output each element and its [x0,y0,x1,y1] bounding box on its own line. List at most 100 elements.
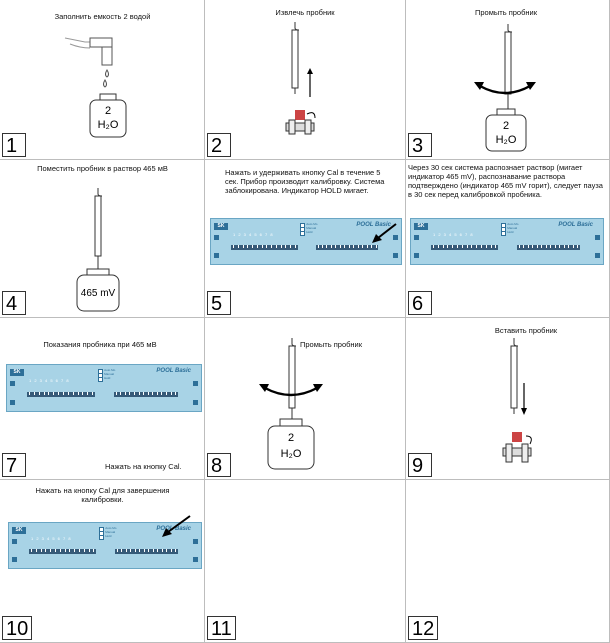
scale-tick [541,245,543,249]
scale-tick [157,549,159,553]
probe-icon [291,22,300,94]
scale-tick [156,391,158,395]
step-caption: Промыть пробник [474,8,538,17]
scale-tick [170,549,172,553]
scale-tick [79,549,80,553]
step-3: Промыть пробник 2 H₂O 3 [406,0,610,160]
scale-tick [130,549,132,553]
scale-tick [88,549,90,553]
scale-tick [442,245,444,249]
scale-tick [433,245,434,249]
scale-tick [83,549,85,553]
scale-tick [175,549,177,553]
step-caption: Через 30 сек система распознает раствор … [408,163,603,199]
panel-logo: SK [12,527,26,534]
panel-display: 1 2 3 4 5 6 7 8 [433,232,474,237]
indicator-label: Manual [105,530,116,534]
indicator-label: Auto Mo [104,368,116,372]
scale-tick [559,245,561,249]
scale-tick [572,245,574,249]
step-4: Поместить пробник в раствор 465 мВ 465 m… [0,160,205,318]
scale-tick [348,245,350,249]
step-number: 11 [207,616,236,640]
faucet-icon [64,37,113,88]
scale-tick [490,245,492,249]
step-number: 8 [207,453,231,477]
panel-display: 1 2 3 4 5 6 7 8 [233,232,274,237]
water-drop-icon [105,69,109,78]
scale-tick [523,245,525,249]
panel-logo: SK [10,369,24,376]
panel-button [214,252,219,258]
scale-tick [242,245,244,249]
panel-button [595,234,600,240]
scale-tick [461,245,463,249]
step-5: Нажать и удерживать кнопку Cal в течение… [205,160,406,318]
scale-tick [233,245,234,249]
step-6: Через 30 сек система распознает раствор … [406,160,610,318]
valve-icon [502,432,532,463]
scale-tick [271,245,272,249]
jar-number: 2 [502,120,510,132]
panel-button [10,381,15,387]
scale-tick [353,245,355,249]
scale-bar-left [29,549,97,555]
scale-tick [62,391,64,395]
panel-display: 1 2 3 4 5 6 7 8 [31,536,72,541]
scale-tick [93,549,95,553]
jar-number: 2 [104,105,112,117]
scale-tick [266,245,268,249]
scale-tick [166,549,168,553]
step-number: 7 [2,453,26,477]
scale-tick [74,549,76,553]
jar-label: H₂O [280,448,302,460]
arrow-down-icon [521,383,527,415]
indicator-label: Hold [306,230,313,234]
indicator-label: Hold [507,230,514,234]
scale-tick [366,245,368,249]
indicator-label: Manual [507,226,518,230]
scale-tick [563,245,565,249]
step-number: 3 [408,133,432,157]
scale-tick [152,549,154,553]
scale-tick [121,549,123,553]
scale-tick [147,391,149,395]
indicator-label: Manual [104,372,115,376]
step-number: 5 [207,291,231,315]
scale-tick [161,391,163,395]
scale-tick [35,549,37,553]
scale-tick [67,391,69,395]
scale-tick [375,245,377,249]
scale-tick [447,245,449,249]
panel-button [10,399,15,405]
panel-button [193,381,198,387]
arrow-up-icon [307,68,313,97]
step-12: 12 [406,480,610,643]
step-caption-secondary: Нажать на кнопку Cal. [105,462,182,471]
scale-tick [53,391,55,395]
scale-tick [457,245,458,249]
scale-tick [148,549,150,553]
jar-number: 2 [287,432,295,444]
scale-tick [40,549,42,553]
cal-button [393,252,398,258]
scale-tick [285,245,287,249]
scale-tick [92,391,94,395]
step-number: 1 [2,133,26,157]
scale-tick [125,549,127,553]
scale-tick [485,245,487,249]
scale-tick [280,245,282,249]
scale-tick [59,549,61,553]
scale-tick [38,391,40,395]
scale-tick [476,245,478,249]
indicator-label: Auto Mo [306,222,318,226]
scale-tick [532,245,534,249]
scale-tick [357,245,359,249]
scale-tick [545,245,547,249]
indicator-led [501,231,507,236]
scale-tick [261,245,263,249]
jar-icon: 2 H₂O [484,108,528,152]
panel-display: 1 2 3 4 5 6 7 8 [29,378,70,383]
